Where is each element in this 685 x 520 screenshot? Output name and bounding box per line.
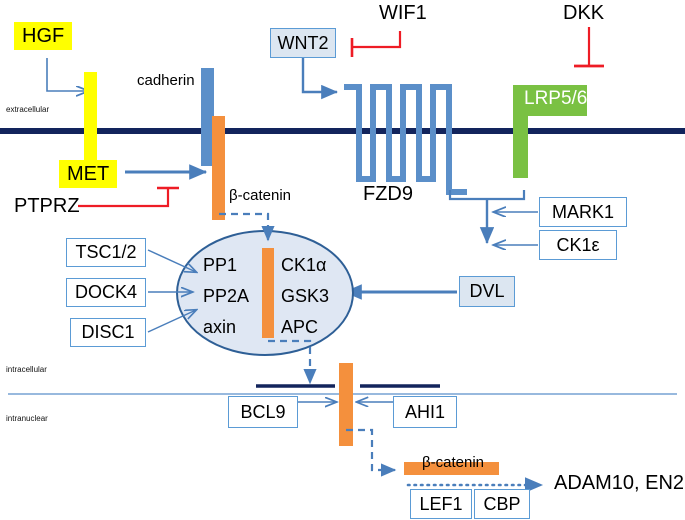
- nuclear-factor-lef1[interactable]: LEF1: [410, 489, 472, 519]
- regulator-tsc1-2-label: TSC1/2: [75, 242, 137, 262]
- receptor-cadherin: cadherin: [137, 72, 195, 89]
- nuclear-factor-bcl9-label: BCL9: [240, 401, 286, 422]
- receptor-fzd9: FZD9: [363, 183, 413, 205]
- complex-member-axin: axin: [203, 317, 237, 337]
- wnt2-to-fzd9-arrow: [301, 57, 338, 100]
- met-receptor-bar: [84, 72, 97, 167]
- nuclear-bcat-to-lef1-dashed: [346, 428, 397, 477]
- regulator-tsc1-2[interactable]: TSC1/2: [66, 238, 146, 267]
- beta-catenin-transcription-bar: [404, 462, 499, 475]
- receptor-lrp56: LRP5/6: [524, 88, 588, 109]
- ligand-wnt2[interactable]: WNT2: [270, 28, 336, 58]
- fzd9-receptor: [344, 84, 467, 195]
- receptor-met[interactable]: MET: [59, 160, 118, 188]
- regulator-dock4-label: DOCK4: [74, 282, 137, 302]
- nuclear-factor-bcl9[interactable]: BCL9: [228, 396, 298, 428]
- ptprz-inhibition-line: [78, 188, 170, 208]
- lrp56-receptor: [513, 85, 587, 178]
- beta-catenin-complex-bar: [262, 248, 274, 338]
- regulator-mark1[interactable]: MARK1: [539, 197, 627, 227]
- complex-member-pp1: PP1: [203, 255, 238, 275]
- regulator-dvl-label: DVL: [469, 281, 505, 301]
- regulator-dock4[interactable]: DOCK4: [66, 278, 146, 307]
- regulator-ck1e-label: CK1ε: [556, 234, 600, 255]
- complex-to-nucleus-dashed: [268, 339, 317, 385]
- compartment-label-extracellular: extracellular: [6, 105, 50, 114]
- inhibitor-dkk[interactable]: DKK: [563, 2, 605, 24]
- bcat-to-complex-dashed: [219, 212, 275, 242]
- nuclear-factor-lef1-label: LEF1: [419, 493, 463, 514]
- beta-catenin-membrane-bar: [212, 116, 225, 220]
- complex-member-ck1a: CK1α: [281, 255, 327, 275]
- target-genes: ADAM10, EN2: [554, 472, 685, 494]
- tsc-to-complex-arrow: [147, 249, 196, 272]
- nuclear-factor-ahi1[interactable]: AHI1: [393, 396, 457, 428]
- regulator-dvl[interactable]: DVL: [459, 276, 515, 307]
- nuclear-factor-cbp-label: CBP: [483, 493, 521, 514]
- beta-catenin-nuclear-bar: [339, 363, 353, 446]
- compartment-label-intranuclear: intranuclear: [6, 414, 48, 423]
- regulator-ck1e[interactable]: CK1ε: [539, 230, 617, 260]
- wif1-inhibition-line: [352, 31, 402, 49]
- beta-catenin-nuclear-label: β-catenin: [422, 454, 484, 471]
- hgf-to-met-arrow: [46, 58, 88, 91]
- complex-member-apc: APC: [281, 317, 319, 337]
- ligand-wnt2-label: WNT2: [277, 32, 329, 53]
- ligand-hgf[interactable]: HGF: [14, 22, 73, 50]
- regulator-mark1-label: MARK1: [551, 201, 614, 222]
- complex-member-gsk3: GSK3: [281, 286, 330, 306]
- beta-catenin-membrane-label: β-catenin: [229, 187, 291, 204]
- cadherin-bar: [201, 68, 214, 166]
- disc1-to-complex-arrow: [147, 310, 196, 333]
- inhibitor-ptprz[interactable]: PTPRZ: [14, 195, 80, 217]
- compartment-label-intracellular: intracellular: [6, 365, 47, 374]
- regulator-disc1-label: DISC1: [81, 322, 135, 342]
- regulator-disc1[interactable]: DISC1: [70, 318, 146, 347]
- nuclear-factor-cbp[interactable]: CBP: [474, 489, 530, 519]
- nuclear-factor-ahi1-label: AHI1: [404, 401, 446, 422]
- complex-member-pp2a: PP2A: [203, 286, 250, 306]
- inhibitor-wif1[interactable]: WIF1: [379, 2, 427, 24]
